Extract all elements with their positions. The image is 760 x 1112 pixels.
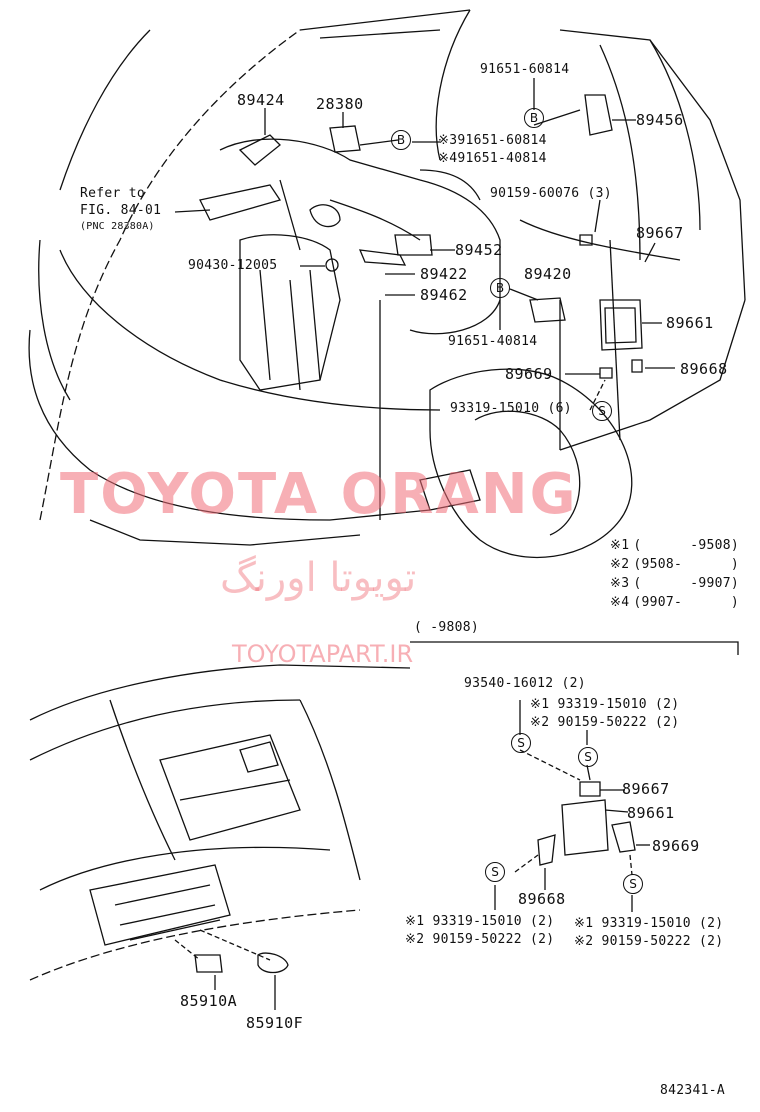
right-note2: ※2 90159-50222 (2) [574,934,724,949]
part-label-93540-16012: 93540-16012 (2) [464,676,586,691]
part-label-89668-top: 89668 [680,360,728,378]
part-label-89661-low: 89661 [627,804,675,822]
pnc-reference: (PNC 28380A) [80,221,155,232]
part-label-90430-12005: 90430-12005 [188,258,278,273]
part-label-89669-low: 89669 [652,837,700,855]
legend-range: (9508- ) [633,557,739,572]
legend-row: ※4(9907- ) [610,595,739,611]
s-marker-93540: S [511,733,531,753]
part-label-89452: 89452 [455,241,503,259]
lower-section-frame [410,641,739,655]
legend-key: ※3 [610,576,630,591]
legend-key: ※2 [610,557,630,572]
watermark-url: TOYOTAPART.IR [232,640,414,668]
legend-row: ※3( -9907) [610,576,739,592]
part-label-89667-top: 89667 [636,224,684,242]
legend-row: ※1( -9508) [610,538,739,554]
dashboard-sketch [29,664,411,1010]
s-marker-left: S [485,862,505,882]
legend-range: ( -9907) [633,576,739,591]
part-label-89669-top: 89669 [505,365,553,383]
part-label-n4-91651-40814: ※491651-40814 [438,151,547,166]
legend-key: ※4 [610,595,630,610]
b-marker-mid: B [391,130,411,150]
note1-93319-15010: ※1 93319-15010 (2) [530,697,680,712]
part-label-89456: 89456 [636,111,684,129]
part-label-89661-top: 89661 [666,314,714,332]
legend-key: ※1 [610,538,630,553]
right-note1: ※1 93319-15010 (2) [574,916,724,931]
part-label-28380: 28380 [316,95,364,113]
b-marker-top: B [524,108,544,128]
left-note2: ※2 90159-50222 (2) [405,932,555,947]
part-label-89667-low: 89667 [622,780,670,798]
watermark-persian: تویوتا اورنگ [220,555,417,601]
note2-90159-50222: ※2 90159-50222 (2) [530,715,680,730]
ecu-group-glyphs [494,700,650,912]
parts-glyphs [238,94,643,379]
part-label-93319-15010-6: 93319-15010 (6) [450,401,572,416]
diagram-id: 842341-A [660,1083,726,1098]
s-marker-89667: S [578,747,598,767]
vehicle-body-outline [28,9,746,558]
s-marker-right: S [623,874,643,894]
fig-reference: FIG. 84-01 [80,203,162,218]
range-header: ( -9808) [414,620,480,635]
legend-row: ※2(9508- ) [610,557,739,573]
leader-lines [174,78,675,411]
part-label-91651-40814: 91651-40814 [448,334,538,349]
part-label-90159-60076: 90159-60076 (3) [490,186,612,201]
left-note1: ※1 93319-15010 (2) [405,914,555,929]
legend-range: (9907- ) [633,595,739,610]
s-marker-upper: S [592,401,612,421]
part-label-91651-60814-top: 91651-60814 [480,62,570,77]
part-label-89668-low: 89668 [518,890,566,908]
part-label-n3-91651-60814: ※391651-60814 [438,133,547,148]
engine-block [199,138,501,391]
part-label-89462: 89462 [420,286,468,304]
part-label-85910a: 85910A [180,992,238,1010]
part-label-89420: 89420 [524,265,572,283]
b-marker-low: B [490,278,510,298]
legend-range: ( -9508) [633,538,739,553]
watermark-brand: TOYOTA ORANG [60,462,578,527]
part-label-85910f: 85910F [246,1014,304,1032]
refer-to-text: Refer to [80,186,146,201]
part-label-89422: 89422 [420,265,468,283]
part-label-89424: 89424 [237,91,285,109]
applicability-legend: ※1( -9508)※2(9508- )※3( -9907)※4(9907- ) [610,538,739,614]
